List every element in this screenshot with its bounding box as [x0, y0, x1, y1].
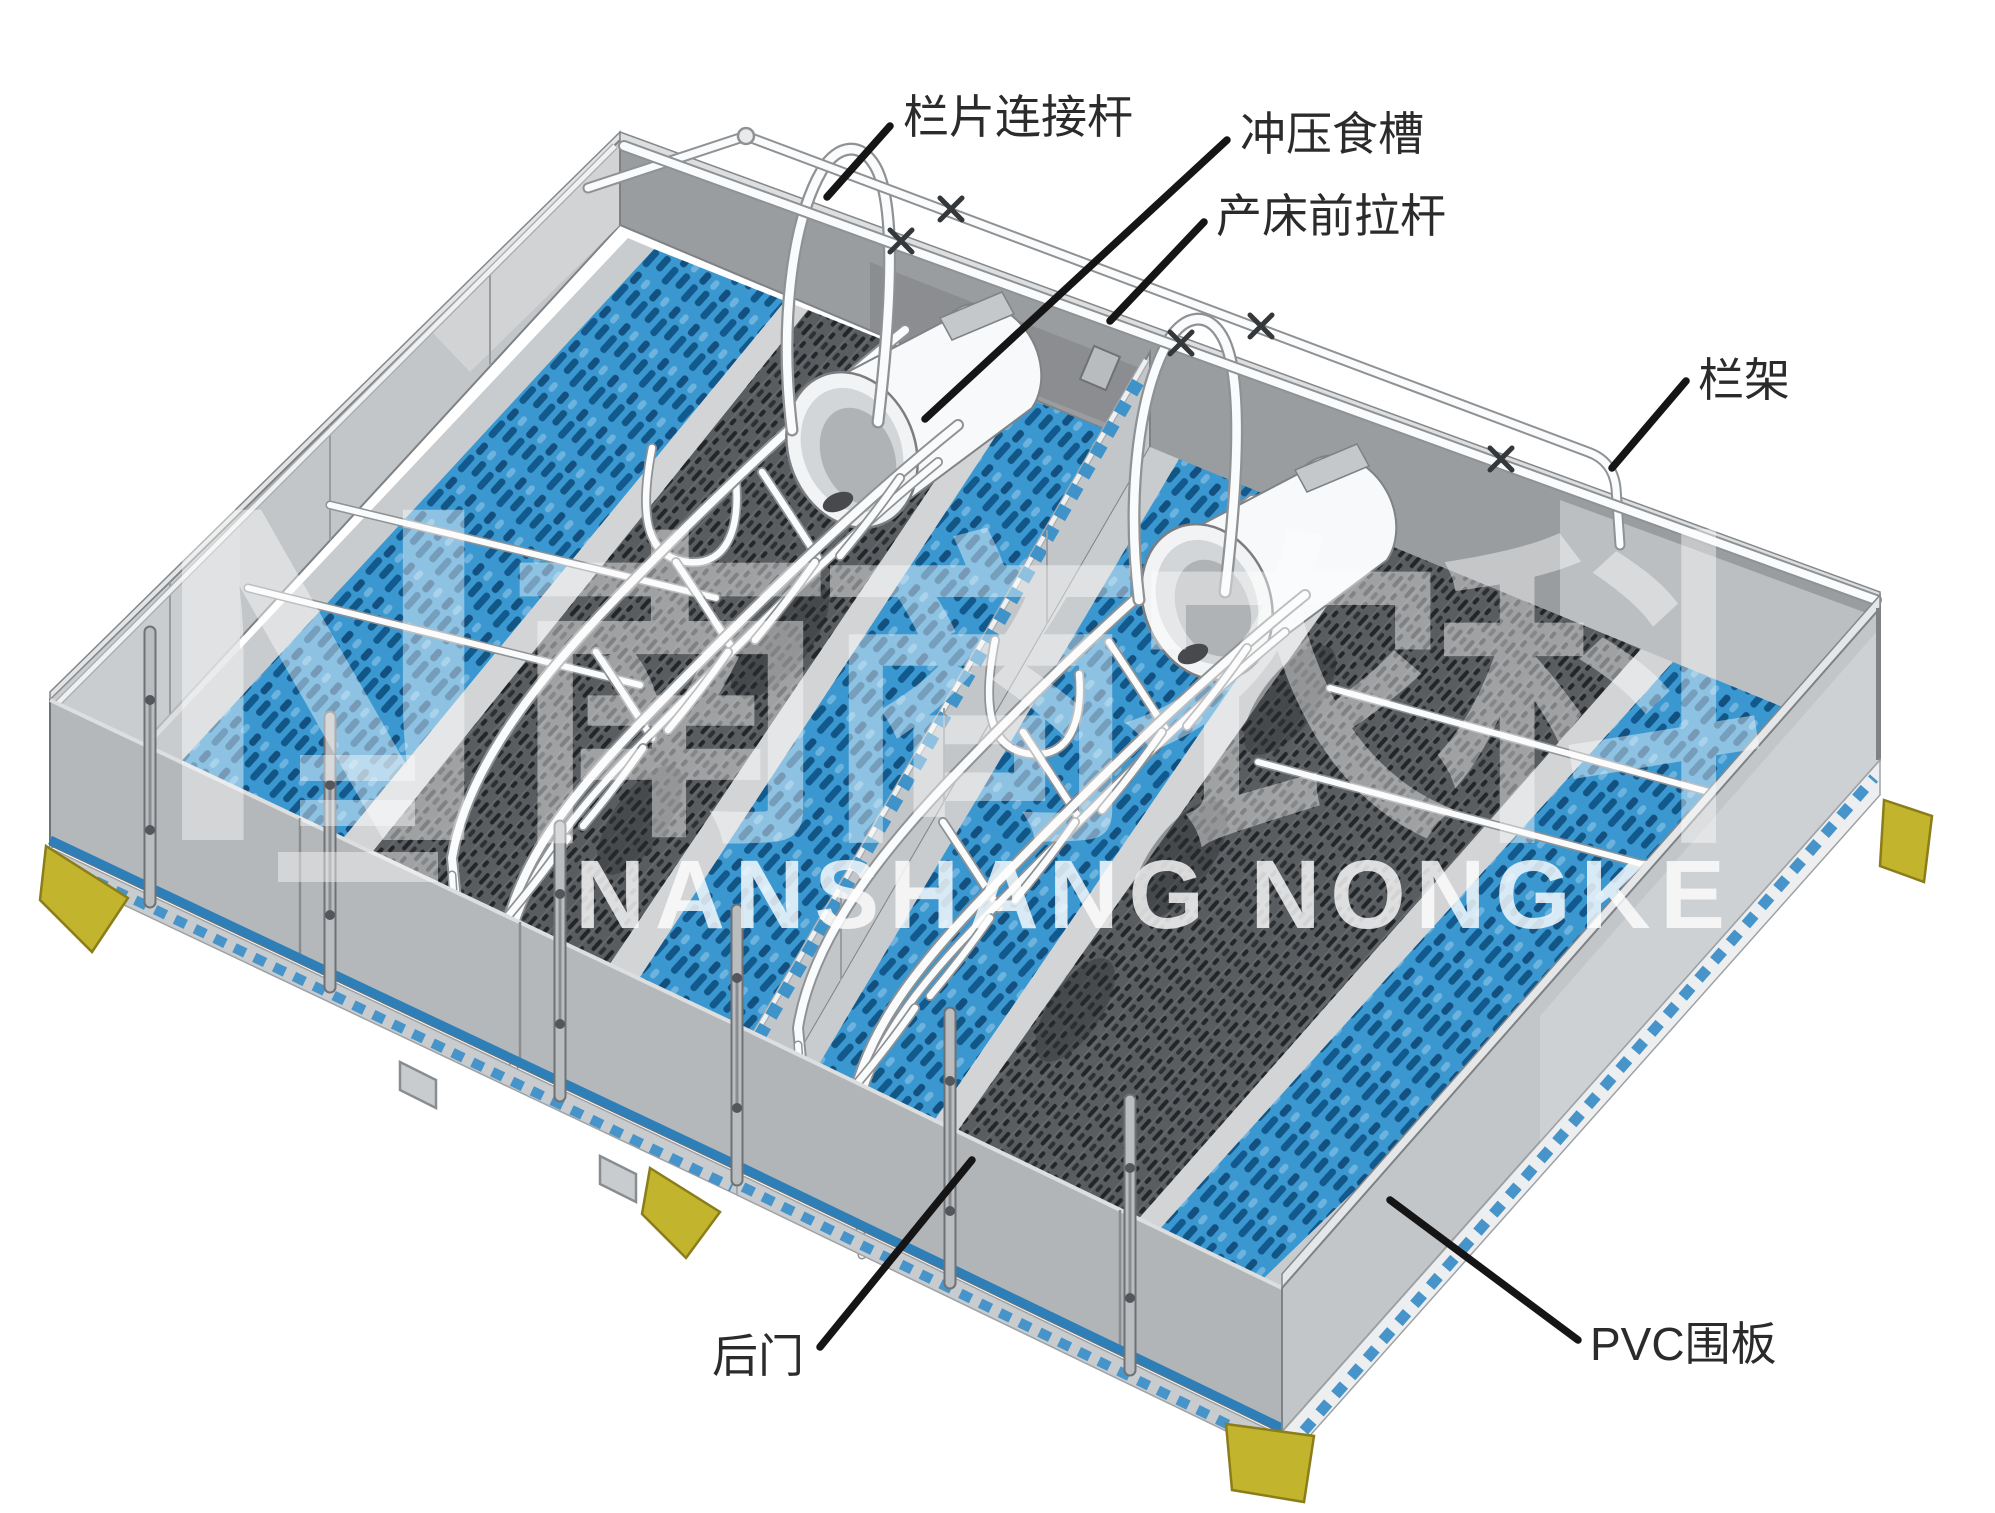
watermark-en: NANSHANG NONGKE	[575, 840, 1725, 949]
foot-mid	[640, 1165, 722, 1260]
floor-edge-beam	[737, 447, 1179, 1165]
right-crate-front	[793, 312, 1311, 1260]
trough-bracket	[1293, 443, 1371, 493]
leader-rear-door	[816, 1156, 976, 1351]
watermark-logo-bars	[278, 755, 438, 882]
foot-bottom	[1224, 1422, 1316, 1504]
leader-front-pull-rod	[1106, 218, 1208, 325]
watermark: N 南商农科 NANSHANG NONGKE	[150, 405, 1765, 949]
support-feet	[38, 798, 1934, 1504]
leader-stamped-feed-trough	[921, 136, 1231, 423]
bracket-foot	[598, 1153, 638, 1205]
rear-doors-right	[735, 1023, 1284, 1460]
label-stamped-feed-trough: 冲压食槽	[1240, 108, 1424, 160]
watermark-logo: N	[150, 405, 497, 942]
leader-fence-connector-rod	[823, 122, 894, 201]
crate-fingers-near	[850, 643, 1252, 1091]
right-side-panel	[1281, 593, 1881, 1469]
leader-pvc-panel	[1386, 1196, 1582, 1344]
label-rear-door: 后门	[712, 1330, 804, 1382]
trough-bracket	[938, 291, 1016, 341]
label-crate-frame: 栏架	[1698, 354, 1790, 406]
right-panel-sheen	[1540, 628, 1880, 1150]
rod-clamps	[937, 195, 1275, 340]
floor-joist	[1113, 649, 1673, 1253]
wall-top-rail	[53, 144, 617, 708]
base-serration	[740, 1182, 1279, 1453]
label-fence-connector-rod: 栏片连接杆	[903, 91, 1133, 143]
floor-joist	[540, 386, 1022, 1082]
left-panel-sheen	[430, 145, 620, 372]
base-serration	[1283, 774, 1879, 1453]
blue-trim	[735, 1160, 1284, 1433]
floor-joist	[884, 526, 1374, 1200]
floor-joist	[262, 301, 808, 952]
fence-connector-rod-tube	[582, 126, 1626, 551]
foot-left	[38, 843, 130, 954]
blue-trim	[48, 835, 739, 1170]
watermark-cn: 南商农科	[505, 513, 1765, 882]
divider-panel	[736, 348, 1151, 1164]
bracket-foot	[398, 1059, 438, 1111]
front-pull-rod-tube	[618, 140, 1882, 606]
foot-right	[1878, 798, 1934, 884]
leader-crate-frame	[1608, 377, 1690, 472]
base-serration	[53, 857, 735, 1192]
floor-edge-beam	[58, 238, 654, 858]
label-front-pull-rod: 产床前拉杆	[1216, 190, 1446, 242]
rod-clamps	[887, 227, 1515, 473]
drinker-box	[1078, 344, 1122, 392]
callouts: 栏片连接杆 冲压食槽 产床前拉杆 栏架 后门 PVC围板	[712, 91, 1790, 1382]
label-pvc-panel: PVC围板	[1590, 1318, 1777, 1370]
